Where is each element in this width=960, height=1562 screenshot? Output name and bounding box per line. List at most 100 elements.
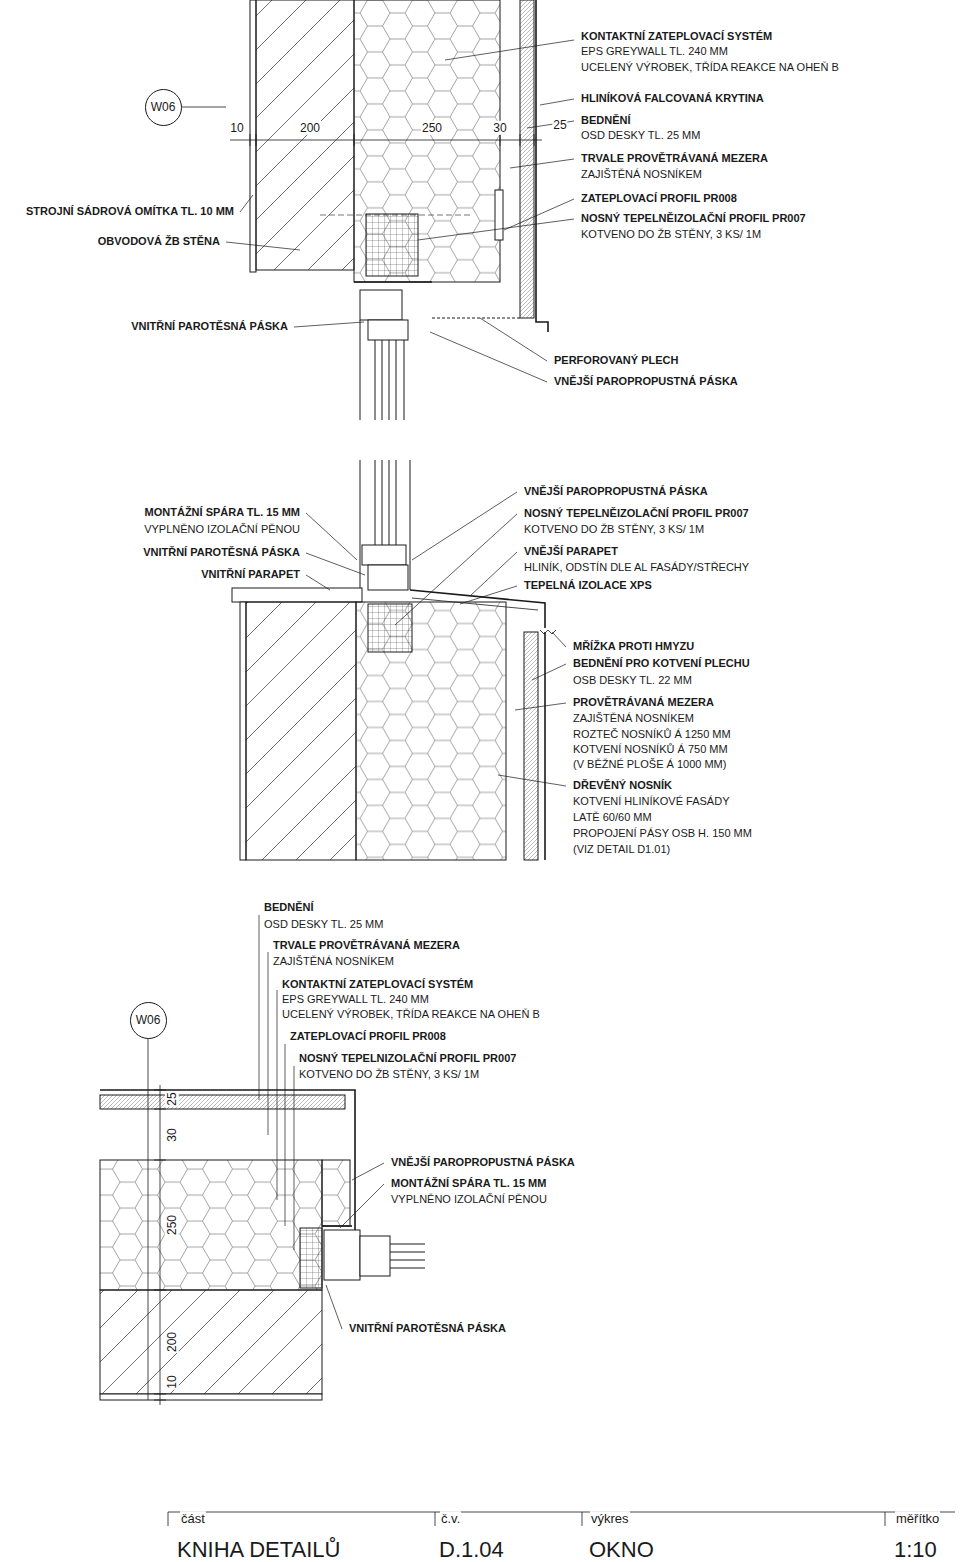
middle-section	[412, 598, 538, 610]
callout-heading: NOSNÝ TEPELNĚIZOLAČNÍ PROFIL PR007	[580, 212, 807, 225]
leader-lines	[480, 318, 547, 361]
callout-note: EPS GREYWALL TL. 240 MM	[281, 993, 430, 1006]
dimension: 200	[299, 121, 321, 135]
leader-lines	[470, 552, 517, 596]
callout-note: ZAJIŠTĚNÁ NOSNÍKEM	[580, 168, 703, 181]
callout-heading: BEDNĚNÍ	[263, 901, 315, 914]
callout-heading: NOSNÝ TEPELNĚIZOLAČNÍ PROFIL PR007	[523, 507, 750, 520]
callout-note: OSD DESKY TL. 25 MM	[263, 918, 384, 931]
plan-section	[390, 1244, 425, 1268]
callout-note: KOTVENÍ HLINÍKOVÉ FASÁDY	[572, 795, 731, 808]
title-block-value: KNIHA DETAILŮ	[176, 1537, 341, 1562]
leader-lines	[460, 586, 517, 604]
callout-note: EPS GREYWALL TL. 240 MM	[580, 45, 729, 58]
top-section	[368, 320, 408, 340]
middle-section	[356, 602, 506, 860]
leader-lines	[532, 664, 566, 680]
plan-section	[100, 1085, 425, 1405]
callout-note: PROPOJENÍ PÁSY OSB H. 150 MM	[572, 827, 753, 840]
leader-lines	[306, 575, 330, 590]
callout-heading: VNĚJŠÍ PAROPROPUSTNÁ PÁSKA	[523, 485, 709, 498]
dimension: 250	[421, 121, 443, 135]
leader-lines	[268, 952, 269, 1135]
callout-note: VYPLNĚNO IZOLAČNÍ PĚNOU	[390, 1193, 548, 1206]
middle-section	[368, 565, 408, 590]
callout-note: UCELENÝ VÝROBEK, TŘÍDA REAKCE NA OHEŇ B	[281, 1008, 541, 1021]
leader-lines	[294, 322, 364, 327]
callout-note: KOTVENO DO ŽB STĚNY, 3 KS/ 1M	[523, 523, 705, 536]
title-block	[168, 1512, 955, 1526]
leader-lines	[498, 775, 566, 786]
leader-lines	[226, 242, 300, 250]
middle-section	[544, 632, 546, 860]
leader-lines	[395, 514, 517, 625]
title-block-header: měřítko	[895, 1511, 940, 1527]
leader-lines	[552, 632, 566, 647]
callout-heading: OBVODOVÁ ŽB STĚNA	[97, 235, 221, 248]
top-section	[432, 317, 520, 318]
leader-lines	[306, 513, 357, 560]
top-section	[354, 0, 500, 282]
callout-heading: ZATEPLOVACÍ PROFIL PR008	[580, 192, 738, 205]
middle-section	[360, 460, 410, 590]
circle-leaders	[148, 107, 226, 1400]
plan-section	[324, 1230, 360, 1280]
leader-lines	[306, 553, 365, 575]
callout-heading: BEDNĚNÍ PRO KOTVENÍ PLECHU	[572, 657, 751, 670]
title-block	[168, 1512, 955, 1526]
section-marker-circle: W06	[145, 89, 182, 126]
callout-heading: PROVĚTRÁVANÁ MEZERA	[572, 696, 715, 709]
middle-section	[524, 632, 538, 860]
callout-note: KOTVENÍ NOSNÍKŮ Á 750 MM	[572, 743, 729, 756]
callout-heading: VNITŘNÍ PARAPET	[200, 568, 301, 581]
circle-leaders	[148, 1039, 149, 1400]
top-section	[230, 0, 548, 420]
top-section	[354, 281, 432, 283]
callout-heading: VNITŘNÍ PAROTĚSNÁ PÁSKA	[348, 1322, 507, 1335]
dimension: 250	[165, 1214, 179, 1236]
dimension: 25	[165, 1091, 179, 1106]
top-section	[230, 134, 542, 146]
callout-heading: NOSNÝ TEPELNIZOLAČNÍ PROFIL PR007	[298, 1052, 517, 1065]
leader-lines	[240, 195, 253, 212]
callout-heading: TRVALE PROVĚTRÁVANÁ MEZERA	[272, 939, 461, 952]
callout-note: OSD DESKY TL. 25 MM	[580, 129, 701, 142]
callout-note: KOTVENO DO ŽB STĚNY, 3 KS/ 1M	[580, 228, 762, 241]
leader-lines	[259, 915, 260, 1100]
callout-heading: KONTAKTNÍ ZATEPLOVACÍ SYSTÉM	[580, 30, 773, 43]
middle-section	[410, 590, 545, 628]
leader-lines	[285, 1044, 286, 1226]
leader-lines	[277, 990, 278, 1200]
leader-lines	[515, 703, 566, 710]
callout-heading: STROJNÍ SÁDROVÁ OMÍTKA TL. 10 MM	[25, 205, 235, 218]
callout-note: ZAJIŠTĚNÁ NOSNÍKEM	[572, 712, 695, 725]
leader-lines	[352, 1163, 384, 1180]
middle-section	[246, 602, 356, 860]
leader-lines	[445, 40, 574, 60]
callout-heading: VNITŘNÍ PAROTĚSNÁ PÁSKA	[130, 320, 289, 333]
callout-heading: BEDNĚNÍ	[580, 114, 632, 127]
middle-section	[240, 602, 246, 860]
callout-heading: HLINÍKOVÁ FALCOVANÁ KRYTINA	[580, 92, 765, 105]
callout-heading: PERFOROVANÝ PLECH	[553, 354, 679, 367]
top-section	[360, 290, 402, 320]
callout-heading: DŘEVĚNÝ NOSNÍK	[572, 779, 673, 792]
callout-note: UCELENÝ VÝROBEK, TŘÍDA REAKCE NA OHEŇ B	[580, 61, 840, 74]
callout-note: ROZTEČ NOSNÍKŮ Á 1250 MM	[572, 728, 732, 741]
title-block-header: č.v.	[440, 1511, 461, 1527]
section-marker: W06	[136, 1014, 161, 1026]
leader-lines	[430, 332, 547, 382]
circle-leaders	[182, 107, 226, 108]
top-section	[366, 214, 418, 276]
title-block-value: OKNO	[588, 1537, 655, 1562]
top-section	[536, 0, 548, 332]
callout-heading: MONTÁŽNÍ SPÁRA TL. 15 MM	[144, 506, 301, 519]
title-block-value: 1:10	[893, 1537, 938, 1562]
leader-lines	[340, 1184, 384, 1228]
middle-section	[362, 545, 406, 565]
callout-note: (VIZ DETAIL D1.01)	[572, 843, 671, 856]
callout-heading: MŘÍŽKA PROTI HMYZU	[572, 640, 695, 653]
leader-lines	[326, 1285, 342, 1329]
leader-lines	[504, 199, 574, 230]
